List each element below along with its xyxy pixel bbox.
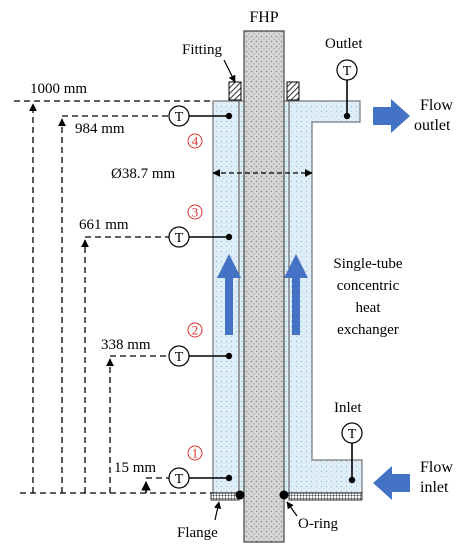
oring-label: O-ring — [298, 516, 338, 532]
height-338-label: 338 mm — [101, 337, 151, 353]
fitting-leader — [223, 59, 236, 83]
height-984-label: 984 mm — [75, 121, 125, 137]
fitting-label: Fitting — [182, 42, 223, 58]
flow-outlet-label-1: Flow — [420, 97, 453, 114]
hx-label-line-4: exchanger — [337, 322, 399, 338]
sensor-number-4: 4 — [187, 133, 203, 149]
flow-inlet-arrow — [373, 466, 410, 500]
sensor-3: T — [168, 226, 190, 248]
svg-text:T: T — [175, 110, 184, 125]
svg-text:1: 1 — [192, 446, 199, 461]
hx-label-line-2: concentric — [337, 278, 400, 294]
o-ring-left — [235, 490, 245, 500]
outlet-label: Outlet — [325, 36, 363, 52]
height-15-label: 15 mm — [114, 460, 156, 476]
fitting-left — [228, 81, 242, 101]
sensor-number-3: 3 — [187, 204, 203, 220]
flow-outlet-label-2: outlet — [414, 117, 451, 134]
svg-text:T: T — [175, 350, 184, 365]
sensor-number-1: 1 — [187, 445, 203, 461]
svg-text:T: T — [175, 231, 184, 246]
flange-left — [210, 492, 240, 501]
sensor-inlet: T — [341, 422, 363, 444]
fitting-right — [286, 81, 300, 101]
sensor-1: T — [168, 467, 190, 489]
exchanger-shell — [212, 100, 363, 494]
sensor-2: T — [168, 345, 190, 367]
flange-label: Flange — [177, 525, 218, 541]
svg-text:T: T — [175, 472, 184, 487]
svg-text:T: T — [348, 427, 357, 442]
flange-leader — [214, 501, 222, 521]
flow-inlet-label-1: Flow — [420, 459, 453, 476]
sensor-number-2: 2 — [187, 322, 203, 338]
svg-text:3: 3 — [192, 205, 199, 220]
sensor-4: T — [168, 105, 190, 127]
flange-right — [288, 492, 363, 501]
fhp-pipe — [243, 30, 285, 543]
svg-text:2: 2 — [192, 323, 199, 338]
hx-label-line-3: heat — [356, 300, 382, 316]
flow-outlet-arrow — [373, 99, 410, 133]
inlet-label: Inlet — [334, 400, 362, 416]
flow-arrow-left — [217, 254, 241, 335]
diameter-label: Ø38.7 mm — [111, 166, 176, 182]
height-1000-label: 1000 mm — [30, 81, 87, 97]
flow-inlet-label-2: inlet — [420, 479, 449, 496]
o-ring-right — [279, 490, 289, 500]
svg-text:4: 4 — [192, 134, 199, 149]
flow-arrow-right — [284, 254, 308, 335]
oring-leader — [286, 501, 298, 517]
sensor-leads — [188, 80, 356, 484]
svg-text:T: T — [343, 64, 352, 79]
height-661-label: 661 mm — [79, 217, 129, 233]
fhp-title: FHP — [249, 9, 278, 26]
height-dimensions — [14, 100, 213, 494]
hx-label-line-1: Single-tube — [333, 256, 402, 272]
sensor-outlet: T — [336, 59, 358, 81]
